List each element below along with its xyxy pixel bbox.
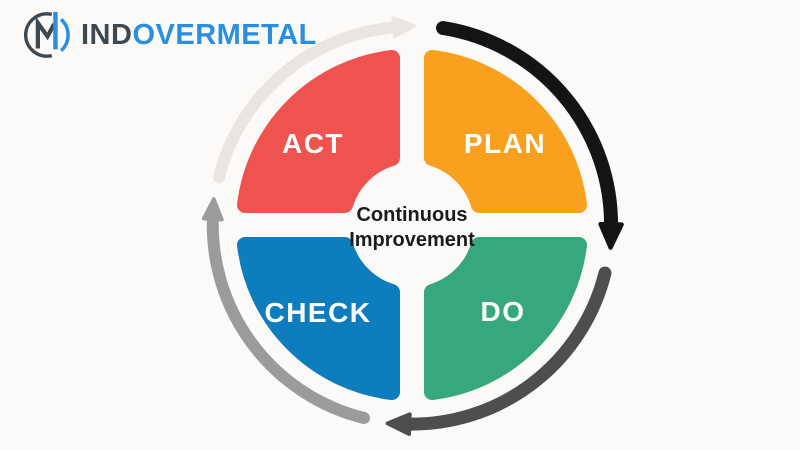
quadrant-do — [424, 237, 587, 400]
quadrant-labels: ACT PLAN CHECK DO — [264, 128, 546, 328]
logo-wordmark: INDOVERMETAL — [81, 19, 317, 52]
center-label: Continuous Improvement — [349, 204, 475, 251]
center-label-line1: Continuous — [356, 204, 467, 226]
center-label-line2: Improvement — [349, 229, 475, 251]
act-label: ACT — [282, 128, 344, 159]
cycle-arrow-ne — [436, 21, 624, 250]
cycle-arrows — [201, 16, 624, 436]
logo-m-monogram-icon — [23, 11, 70, 58]
quadrant-plan — [424, 50, 587, 213]
logo-text-blue: OVERMETAL — [132, 18, 317, 51]
do-label: DO — [481, 296, 526, 327]
quadrant-act — [237, 50, 400, 213]
logo-text-dark: IND — [81, 18, 133, 51]
cycle-arrow-se — [385, 266, 612, 436]
logo: INDOVERMETAL — [22, 10, 317, 60]
pdca-quadrants — [237, 50, 587, 400]
cycle-arrow-sw — [201, 197, 370, 424]
plan-label: PLAN — [464, 128, 546, 159]
check-label: CHECK — [264, 297, 371, 328]
cycle-arrow-nw — [213, 16, 416, 183]
quadrant-check — [237, 237, 400, 400]
